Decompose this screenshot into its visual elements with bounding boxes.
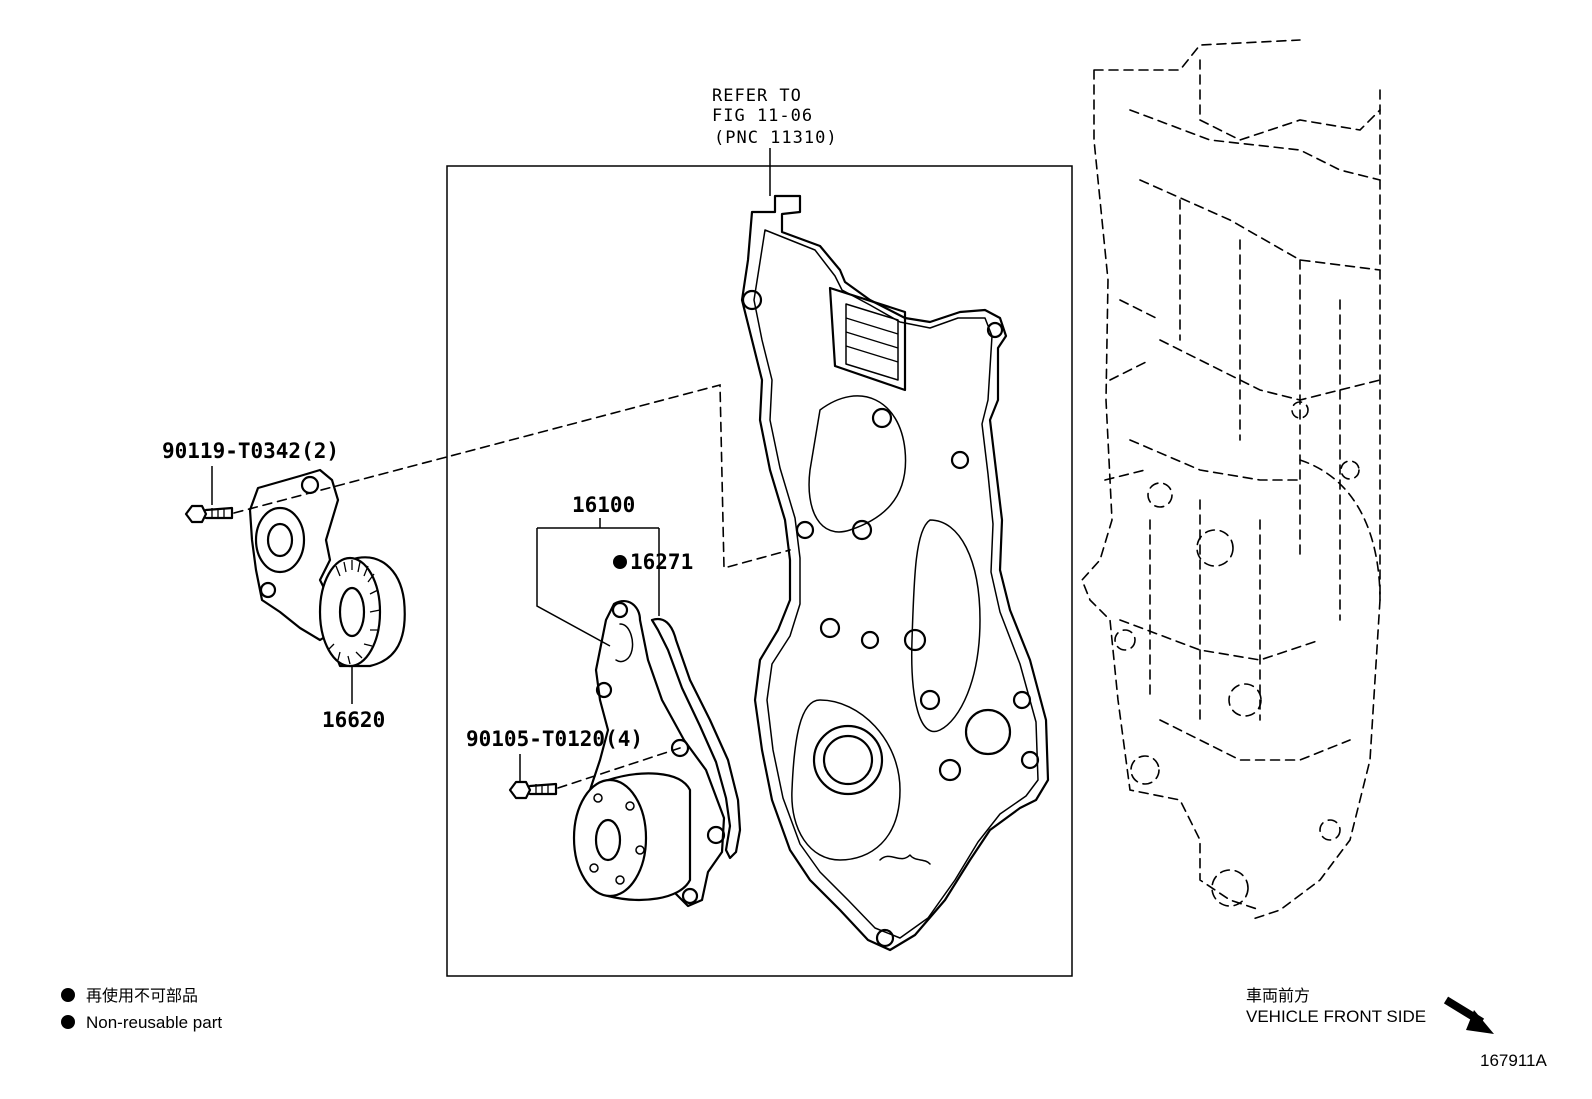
front-side-jp: 車両前方 [1246,986,1310,1005]
water-pump-gasket [650,617,742,860]
timing-chain-cover [740,194,1050,952]
front-arrow-icon [1443,996,1494,1034]
water-pump [572,600,726,908]
pump-bolt [508,780,558,800]
label-gasket: 16271 [630,550,693,574]
label-tensioner: 16620 [322,708,385,732]
leader-water-pump-assy [536,518,660,647]
non-reusable-mark-gasket [613,555,627,569]
label-pump-bolt: 90105-T0120(4) [466,727,643,751]
legend-jp: 再使用不可部品 [86,986,198,1005]
legend-dot-en [61,1015,75,1029]
belt-tensioner [248,468,406,668]
refer-to-line3: (PNC 11310) [714,128,838,148]
label-tensioner-bolt: 90119-T0342(2) [162,439,339,463]
refer-to-line1: REFER TO [712,86,802,106]
legend-dot-jp [61,988,75,1002]
refer-to-line2: FIG 11-06 [712,106,813,126]
front-side-en: VEHICLE FRONT SIDE [1246,1007,1426,1026]
tensioner-bolt [184,504,234,524]
label-water-pump-assy: 16100 [572,493,635,517]
figure-id: 167911A [1480,1051,1547,1070]
group-frame [446,165,1073,977]
pump-align-line [557,747,681,789]
tensioner-align-line [233,383,791,570]
legend-en: Non-reusable part [86,1013,222,1032]
engine-block [1081,39,1381,921]
